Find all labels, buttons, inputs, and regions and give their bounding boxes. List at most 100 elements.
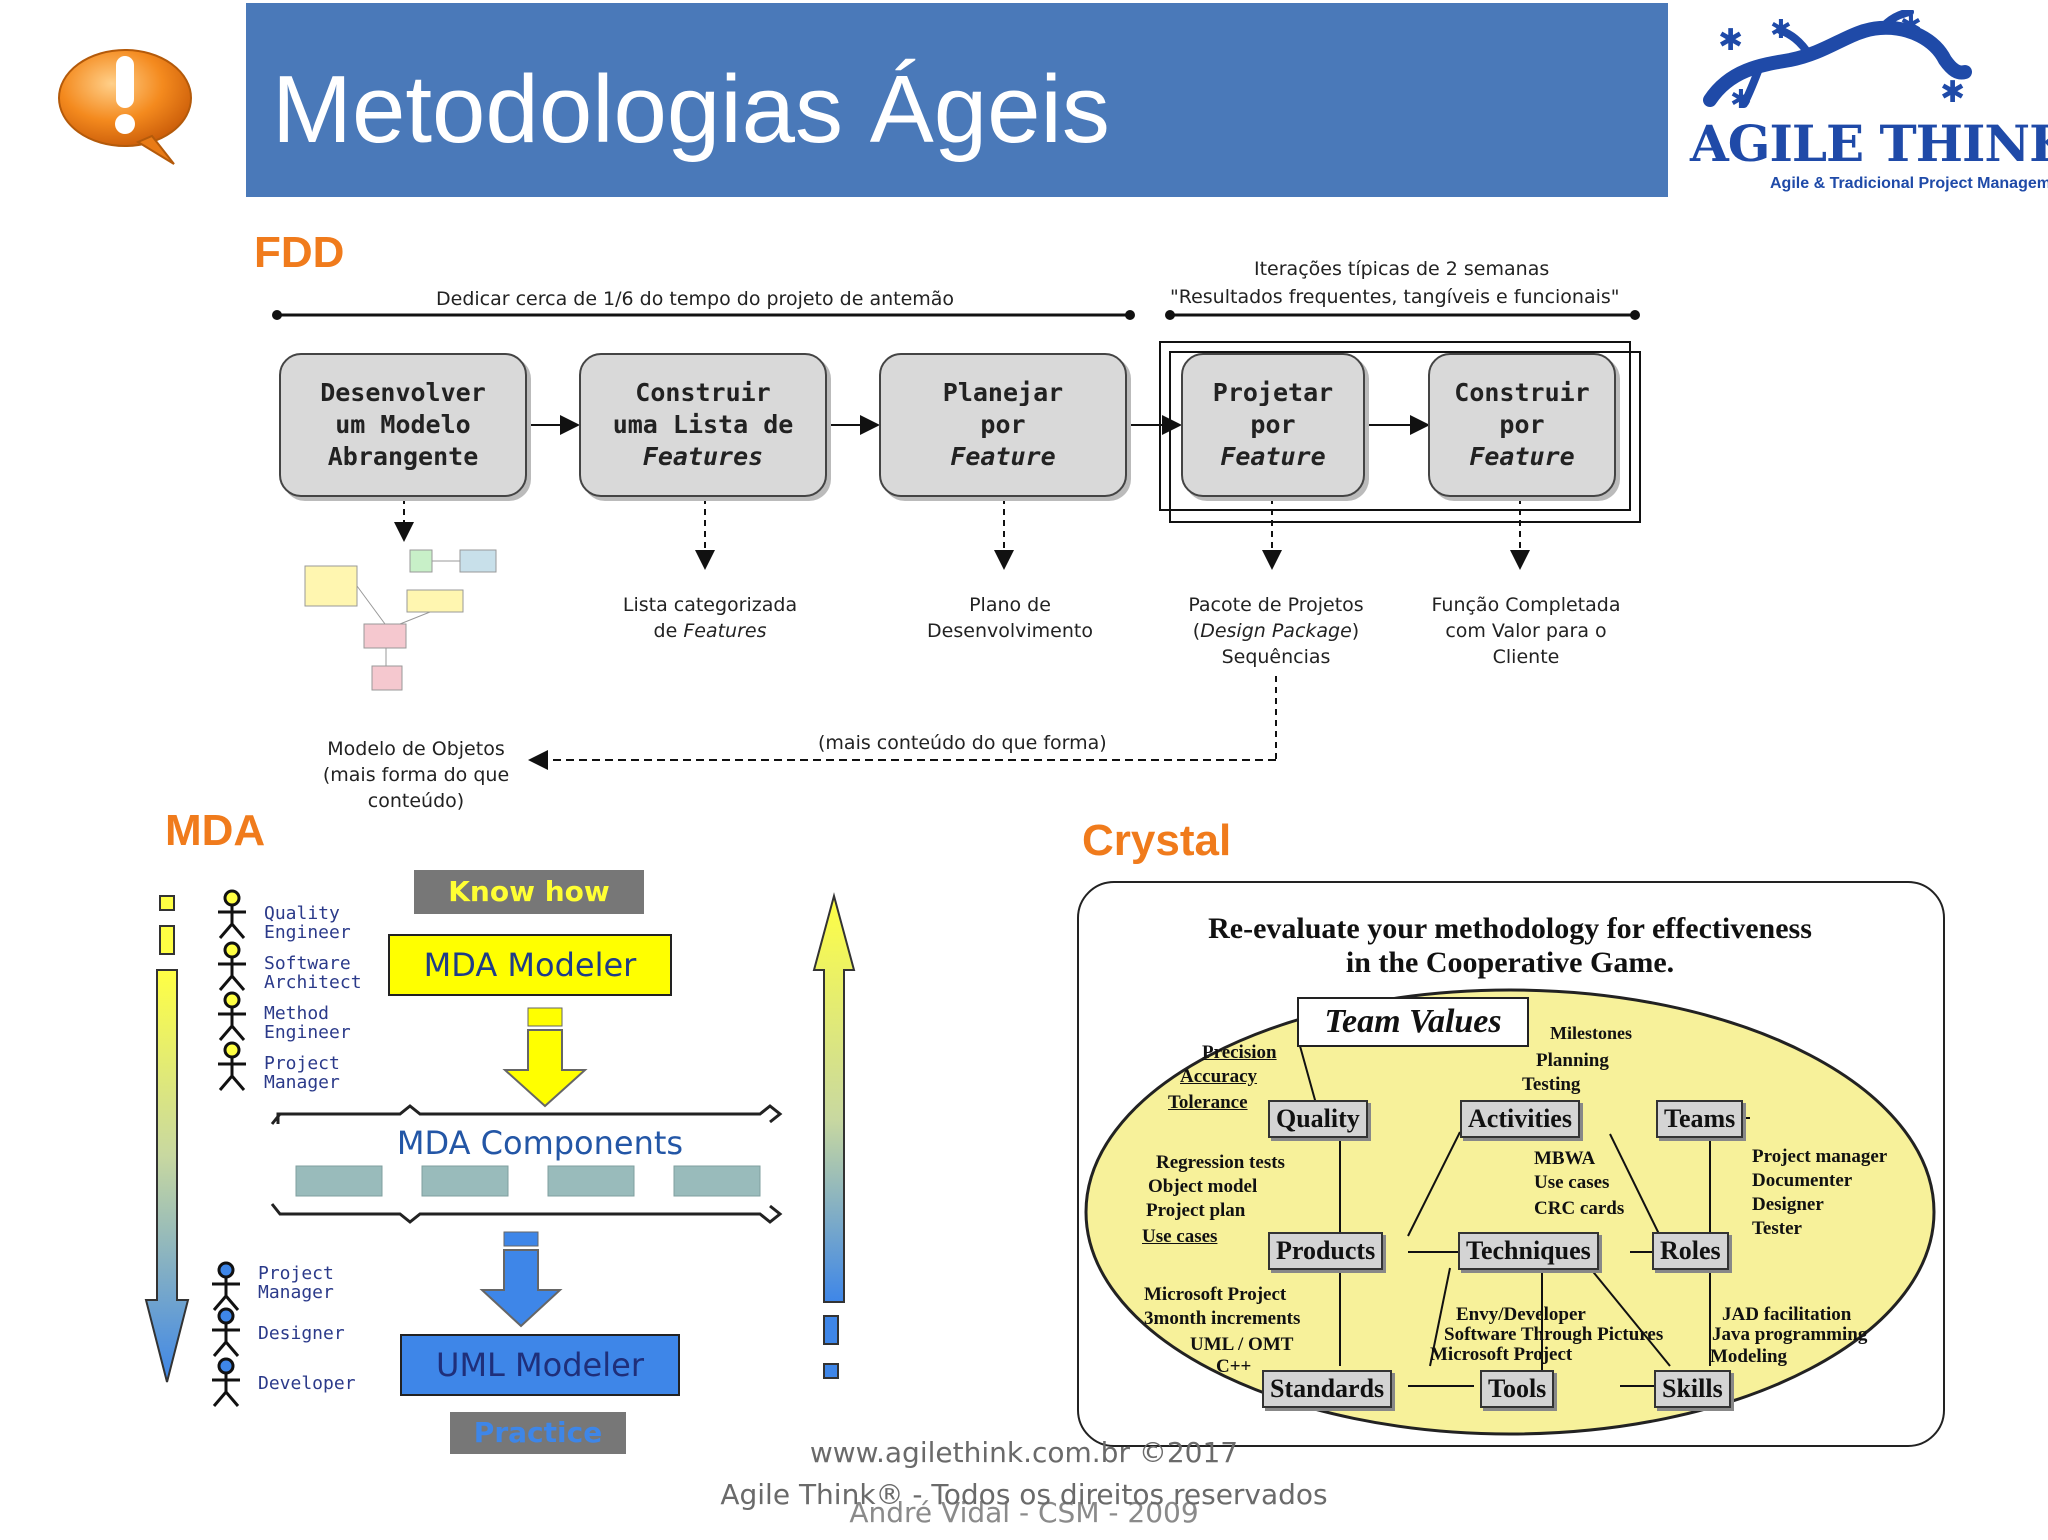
label-stp: Software Through Pictures xyxy=(1444,1324,1664,1345)
speech-bubble-icon xyxy=(52,40,198,166)
gecko-icon: ✱ ✱ ✱ ✱ ✱ xyxy=(1703,8,1972,115)
label-object-model: Object model xyxy=(1148,1176,1258,1197)
box-line: Construir xyxy=(1454,378,1590,407)
label-envy: Envy/Developer xyxy=(1456,1304,1586,1325)
feedback-label: (mais conteúdo do que forma) xyxy=(818,732,1107,754)
box-line: Construir xyxy=(635,378,771,407)
role-line: Software xyxy=(264,953,351,974)
heading-line: in the Cooperative Game. xyxy=(1345,946,1675,979)
uml-modeler-box: UML Modeler xyxy=(400,1334,680,1396)
output-dev-plan: Plano de Desenvolvimento xyxy=(900,592,1120,644)
left-gradient-arrow xyxy=(144,969,190,1383)
right-gradient-arrow xyxy=(812,892,856,1303)
svg-text:✱: ✱ xyxy=(1770,15,1792,45)
footer-line-2: Agile Think® - Todos os direitos reserva… xyxy=(720,1478,1328,1511)
blue-down-arrow xyxy=(479,1249,563,1328)
label-milestones: Milestones xyxy=(1550,1023,1632,1043)
node-standards: Standards xyxy=(1262,1370,1393,1408)
box-line: por xyxy=(1499,410,1545,439)
role-line: Engineer xyxy=(264,1022,351,1043)
output-line: (Design Package) xyxy=(1166,618,1386,644)
role-line: Manager xyxy=(258,1282,334,1303)
label-project-manager: Project manager xyxy=(1752,1146,1888,1167)
output-text: ) xyxy=(1351,620,1360,642)
box-line: Planejar xyxy=(942,378,1064,407)
agile-think-logo: ✱ ✱ ✱ ✱ ✱ AGILE THINK Agile & Tradiciona… xyxy=(1690,8,2048,200)
mda-section-title: MDA xyxy=(165,806,266,855)
node-techniques: Techniques xyxy=(1458,1232,1599,1270)
logo-name: AGILE THINK xyxy=(1690,114,2048,173)
output-feature-list: Lista categorizada de Features xyxy=(600,592,820,644)
node-teams: Teams xyxy=(1656,1100,1744,1138)
team-values-label: Team Values xyxy=(1324,1003,1502,1040)
label-java: Java programming xyxy=(1712,1324,1868,1345)
output-line: Cliente xyxy=(1492,646,1560,668)
label-mbwa: MBWA xyxy=(1534,1148,1596,1169)
label-modeling: Modeling xyxy=(1710,1346,1788,1367)
role-line: Architect xyxy=(264,972,362,993)
box-line: Features xyxy=(642,442,764,471)
label-increments: 3month increments xyxy=(1144,1308,1301,1329)
box-line: uma Lista de xyxy=(612,410,794,439)
role-line: Quality xyxy=(264,903,340,924)
components-bracket xyxy=(276,1104,783,1124)
box-line: Projetar xyxy=(1212,378,1334,407)
span2-label-line1: Iterações típicas de 2 semanas xyxy=(1254,258,1550,280)
label-ms-project: Microsoft Project xyxy=(1144,1284,1287,1305)
label-uml-omt: UML / OMT xyxy=(1190,1334,1294,1355)
node-quality: Quality xyxy=(1268,1100,1368,1138)
label-tester: Tester xyxy=(1752,1218,1802,1239)
role-developer: Developer xyxy=(258,1374,356,1393)
fdd-box-build-feature-list: Construir uma Lista de Features xyxy=(579,353,827,497)
yellow-down-arrow xyxy=(502,1029,588,1108)
crystal-heading: Re-evaluate your methodology for effecti… xyxy=(1090,912,1930,980)
label-crc-cards: CRC cards xyxy=(1534,1198,1625,1219)
svg-text:✱: ✱ xyxy=(1940,75,1965,110)
box-line: um Modelo xyxy=(335,410,471,439)
label-tolerance: Tolerance xyxy=(1168,1092,1248,1113)
box-line: Abrangente xyxy=(327,442,479,471)
role-line: Manager xyxy=(264,1072,340,1093)
object-model-thumbnail xyxy=(304,549,497,691)
box-line: Feature xyxy=(1220,442,1326,471)
component-block xyxy=(547,1165,635,1197)
node-skills: Skills xyxy=(1654,1370,1731,1408)
label-planning: Planning xyxy=(1536,1050,1609,1071)
output-line: Lista categorizada xyxy=(622,594,798,616)
node-tools: Tools xyxy=(1480,1370,1555,1408)
box-line: Feature xyxy=(1469,442,1575,471)
know-how-label: Know how xyxy=(414,870,644,914)
label-documenter: Documenter xyxy=(1752,1170,1853,1191)
role-line: Method xyxy=(264,1003,330,1024)
output-completed-function: Função Completada com Valor para o Clien… xyxy=(1416,592,1636,670)
box-line: por xyxy=(1250,410,1296,439)
title-bar xyxy=(246,3,1668,197)
heading-line: Re-evaluate your methodology for effecti… xyxy=(1208,912,1812,945)
mda-components-label: MDA Components xyxy=(396,1124,684,1162)
span2-label-line2: "Resultados frequentes, tangíveis e func… xyxy=(1170,286,1620,308)
role-line: Developer xyxy=(258,1373,356,1394)
crystal-section-title: Crystal xyxy=(1082,816,1232,865)
span1-label: Dedicar cerca de 1/6 do tempo do projeto… xyxy=(436,288,955,310)
component-block xyxy=(295,1165,383,1197)
output-line: Sequências xyxy=(1221,646,1331,668)
logo-tagline: Agile & Tradicional Project Management xyxy=(1770,175,2048,192)
label-project-plan: Project plan xyxy=(1146,1200,1246,1221)
role-line: Project xyxy=(258,1263,334,1284)
label-regression: Regression tests xyxy=(1156,1152,1285,1173)
component-block xyxy=(421,1165,509,1197)
page-title: Metodologias Ágeis xyxy=(272,56,1110,163)
role-figure-icon xyxy=(212,1261,240,1407)
label-precision: Precision xyxy=(1202,1042,1277,1063)
fdd-section-title: FDD xyxy=(254,228,345,277)
footer-line-3: André Vidal - CSM - 2009 xyxy=(849,1496,1199,1526)
label-cpp: C++ xyxy=(1216,1356,1252,1377)
label-use-cases-2: Use cases xyxy=(1534,1172,1610,1193)
output-line: Desenvolvimento xyxy=(927,620,1093,642)
